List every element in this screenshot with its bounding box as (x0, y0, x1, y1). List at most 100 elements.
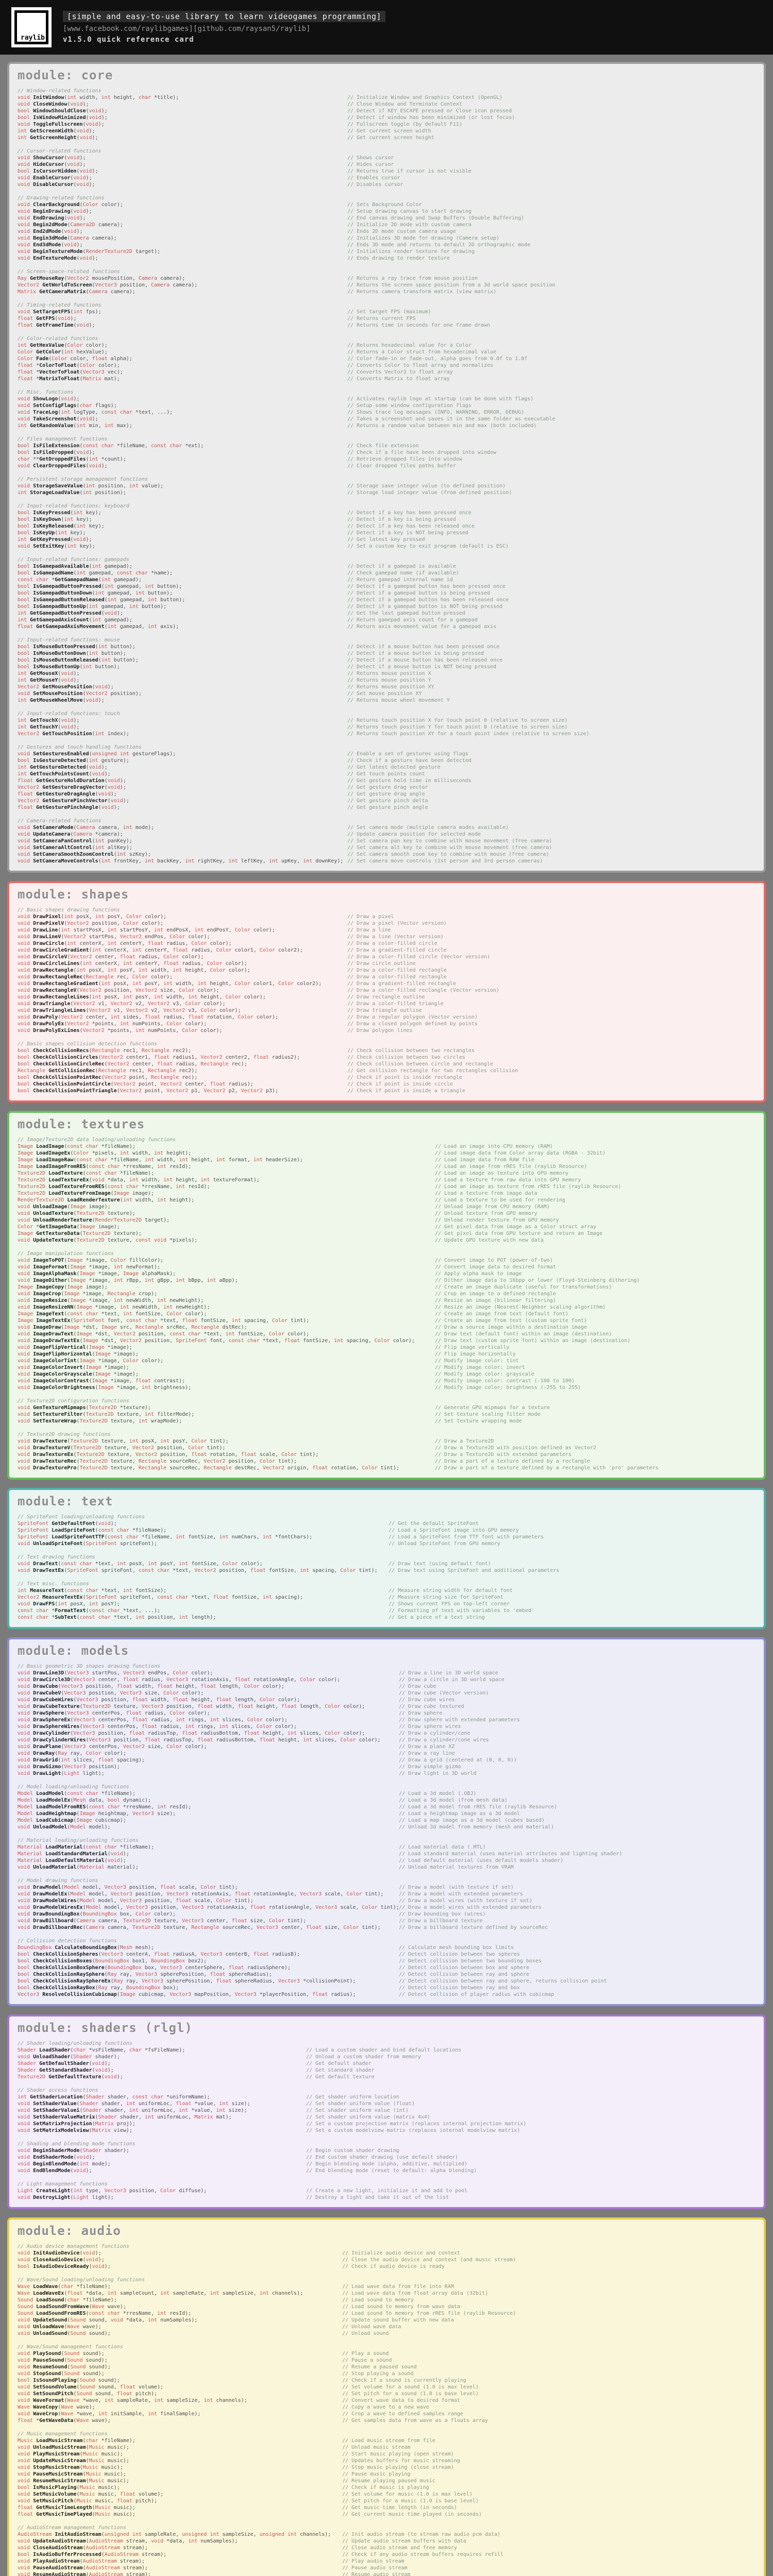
function-row: Color Fade(Color color, float alpha);// … (18, 355, 755, 362)
function-row: void DrawCircle(int centerX, int centerY… (18, 940, 755, 947)
function-row: void SetMousePosition(Vector2 position);… (18, 690, 755, 697)
function-row: bool IsGamepadAvailable(int gamepad);// … (18, 563, 755, 570)
function-comment: // Draw rectangle outline (347, 994, 425, 1000)
function-comment: // Measure string width for default font (389, 1588, 513, 1594)
function-row: bool IsCursorHidden(void);// Returns tru… (18, 168, 755, 175)
function-signature: int GetMouseWheelMove(void); (18, 698, 105, 703)
function-row: void CloseWindow(void);// Close Window a… (18, 101, 755, 108)
function-comment: // Returns a Color struct from hexadecim… (347, 349, 496, 355)
function-signature: void DrawCubeV(Vector3 position, Vector3… (18, 1690, 204, 1696)
function-row: Vector2 MeasureTextEx(SpriteFont spriteF… (18, 1594, 755, 1601)
function-comment: // Load a 3d model (from mesh data) (399, 1798, 508, 1803)
function-comment: // Close Window and Terminate Context (347, 101, 462, 107)
function-signature: void DrawRectangleV(Vector2 position, Ve… (18, 988, 220, 993)
tagline: [simple and easy-to-use library to learn… (63, 11, 385, 22)
function-signature: void UnloadMaterial(Material material); (18, 1865, 139, 1870)
function-comment: // Set a custom projection matrix (repla… (306, 2121, 527, 2127)
function-row: void DrawTriangleLines(Vector2 v1, Vecto… (18, 1007, 755, 1014)
function-comment: // Converts Matrix to float array (347, 376, 450, 382)
function-signature: void DrawText(const char *text, int posX… (18, 1561, 263, 1567)
function-comment: // Draw simple gizmo (399, 1764, 461, 1770)
function-signature: void DrawBillboardRec(Camera camera, Tex… (18, 1925, 381, 1930)
function-comment: // Fullscreen toggle (by default F11) (347, 122, 462, 127)
function-comment: // Calculate mesh bounding box limits (399, 1945, 514, 1951)
function-row: bool IsMouseButtonDown(int button);// De… (18, 650, 755, 657)
function-row: bool IsMouseButtonUp(int button);// Dete… (18, 664, 755, 670)
function-signature: Image ImageTextEx(SpriteFont font, const… (18, 1318, 310, 1324)
function-comment: // Color fade-in or fade-out, alpha goes… (347, 356, 528, 362)
function-comment: // Check if a gesture have been detected (347, 758, 472, 764)
function-signature: const char *GetGamepadName(int gamepad); (18, 577, 142, 583)
function-comment: // Draw triangle outline (347, 1008, 422, 1013)
function-row: void ClearDroppedFiles(void);// Clear dr… (18, 463, 755, 469)
function-signature: void EndTextureMode(void); (18, 256, 98, 261)
function-row: void EndDrawing(void); // End canvas draw… (18, 215, 755, 222)
function-signature: void UnloadWave(Wave wave); (18, 2324, 102, 2330)
function-signature: void EndBlendMode(void); (18, 2168, 92, 2174)
function-row: void PauseMusicStream(Music music);// Pa… (18, 2471, 755, 2478)
function-row: void SetShaderValueMatrix(Shader shader,… (18, 2114, 755, 2121)
function-comment: // Draw a line (347, 927, 391, 933)
function-comment: // Check file extension (347, 443, 419, 449)
function-comment: // Set camera alt key to combine with mo… (347, 845, 552, 851)
function-signature: void EndDrawing(void); (18, 215, 86, 221)
function-comment: // Get standard shader (306, 2067, 375, 2073)
function-row: int GetGestureDetected(void);// Get late… (18, 764, 755, 771)
function-comment: // Unload music stream (342, 2445, 411, 2450)
function-comment: // Returns mouse position XY (347, 684, 434, 690)
function-row: Vector3 ResolveCollisionCubicmap(Image c… (18, 1991, 755, 1998)
function-signature: bool CheckCollisionRayBox(Ray ray, Bound… (18, 1985, 179, 1991)
function-row: void DrawSphereWires(Vector3 centerPos, … (18, 1723, 755, 1730)
function-comment: // Draw a Texture2D (435, 1438, 494, 1444)
function-row: void PlayAudioStream(AudioStream stream)… (18, 2558, 755, 2565)
function-signature: Image LoadImageRaw(const char *fileName,… (18, 1157, 303, 1163)
function-comment: // Shows cursor (347, 155, 394, 161)
function-signature: void DrawCube(Vector3 position, float wi… (18, 1684, 284, 1689)
function-comment: // Detect if a gamepad button has been p… (347, 584, 506, 589)
function-comment: // End canvas drawing and Swap Buffers (… (347, 215, 525, 221)
function-row: void DrawPixel(int posX, int posY, Color… (18, 913, 755, 920)
function-signature: bool IsGamepadButtonDown(int gamepad, in… (18, 590, 173, 596)
function-signature: void UnloadTexture(Texture2D texture); (18, 1211, 136, 1216)
function-row: Image LoadImage(const char *fileName);//… (18, 1143, 755, 1150)
function-comment: // Returns current FPS (347, 316, 416, 321)
function-comment: // Detect if window has been minimized (… (347, 115, 515, 121)
function-signature: void StopMusicStream(Music music); (18, 2465, 123, 2470)
function-row: bool IsWindowMinimized(void);// Detect i… (18, 114, 755, 121)
function-signature: Texture2D LoadTextureFromImage(Image ima… (18, 1191, 154, 1196)
function-signature: bool IsKeyReleased(int key); (18, 523, 105, 529)
function-comment: // Draw a color-filled rectangle (347, 968, 447, 973)
function-row: Wave LoadWave(char *fileName);// Load wa… (18, 2283, 755, 2290)
function-signature: void ImageDraw(Image *dst, Image src, Re… (18, 1325, 247, 1330)
function-comment: // Draw sphere wires (399, 1724, 461, 1730)
function-comment: // Draw text using SpriteFont and additi… (389, 1568, 560, 1573)
function-signature: void UpdateTexture(Texture2D texture, co… (18, 1238, 198, 1243)
function-row: bool CheckCollisionPointCircle(Vector2 p… (18, 1081, 755, 1088)
group-comment: // Texture2D drawing functions (18, 1432, 111, 1437)
function-comment: // Get gesture pinch delta (347, 798, 428, 804)
function-signature: void PauseMusicStream(Music music); (18, 2471, 126, 2477)
function-signature: void ShowLogo(void); (18, 396, 80, 402)
function-comment: // Draw a cylinder/cone (399, 1731, 470, 1736)
function-comment: // Load sound to memory from wave data (342, 2304, 460, 2310)
function-comment: // Get shader uniform location (306, 2094, 399, 2100)
header-links[interactable]: [www.facebook.com/raylibgames][github.co… (63, 25, 311, 33)
group-comment: // Input-related functions: keyboard (18, 503, 129, 509)
function-signature: Texture2D GetDefaultTexture(void); (18, 2074, 123, 2080)
function-row: SpriteFont LoadSpriteFont(const char *fi… (18, 1527, 755, 1534)
function-row: void ImageFlipVertical(Image *image);// … (18, 1344, 755, 1351)
function-signature: Wave LoadWave(char *fileName); (18, 2284, 111, 2290)
function-row: bool CheckCollisionBoxes(BoundingBox box… (18, 1958, 755, 1964)
function-signature: bool IsFileDropped(void); (18, 450, 95, 455)
function-comment: // Unload image from CPU memory (RAM) (435, 1204, 550, 1210)
function-row: void ImageCrop(Image *image, Rectangle c… (18, 1291, 755, 1297)
function-row: Matrix GetCameraMatrix(Camera camera);//… (18, 289, 755, 295)
function-row: void SetCameraMoveControls(int frontKey,… (18, 858, 755, 865)
function-row: RenderTexture2D LoadRenderTexture(int wi… (18, 1197, 755, 1204)
